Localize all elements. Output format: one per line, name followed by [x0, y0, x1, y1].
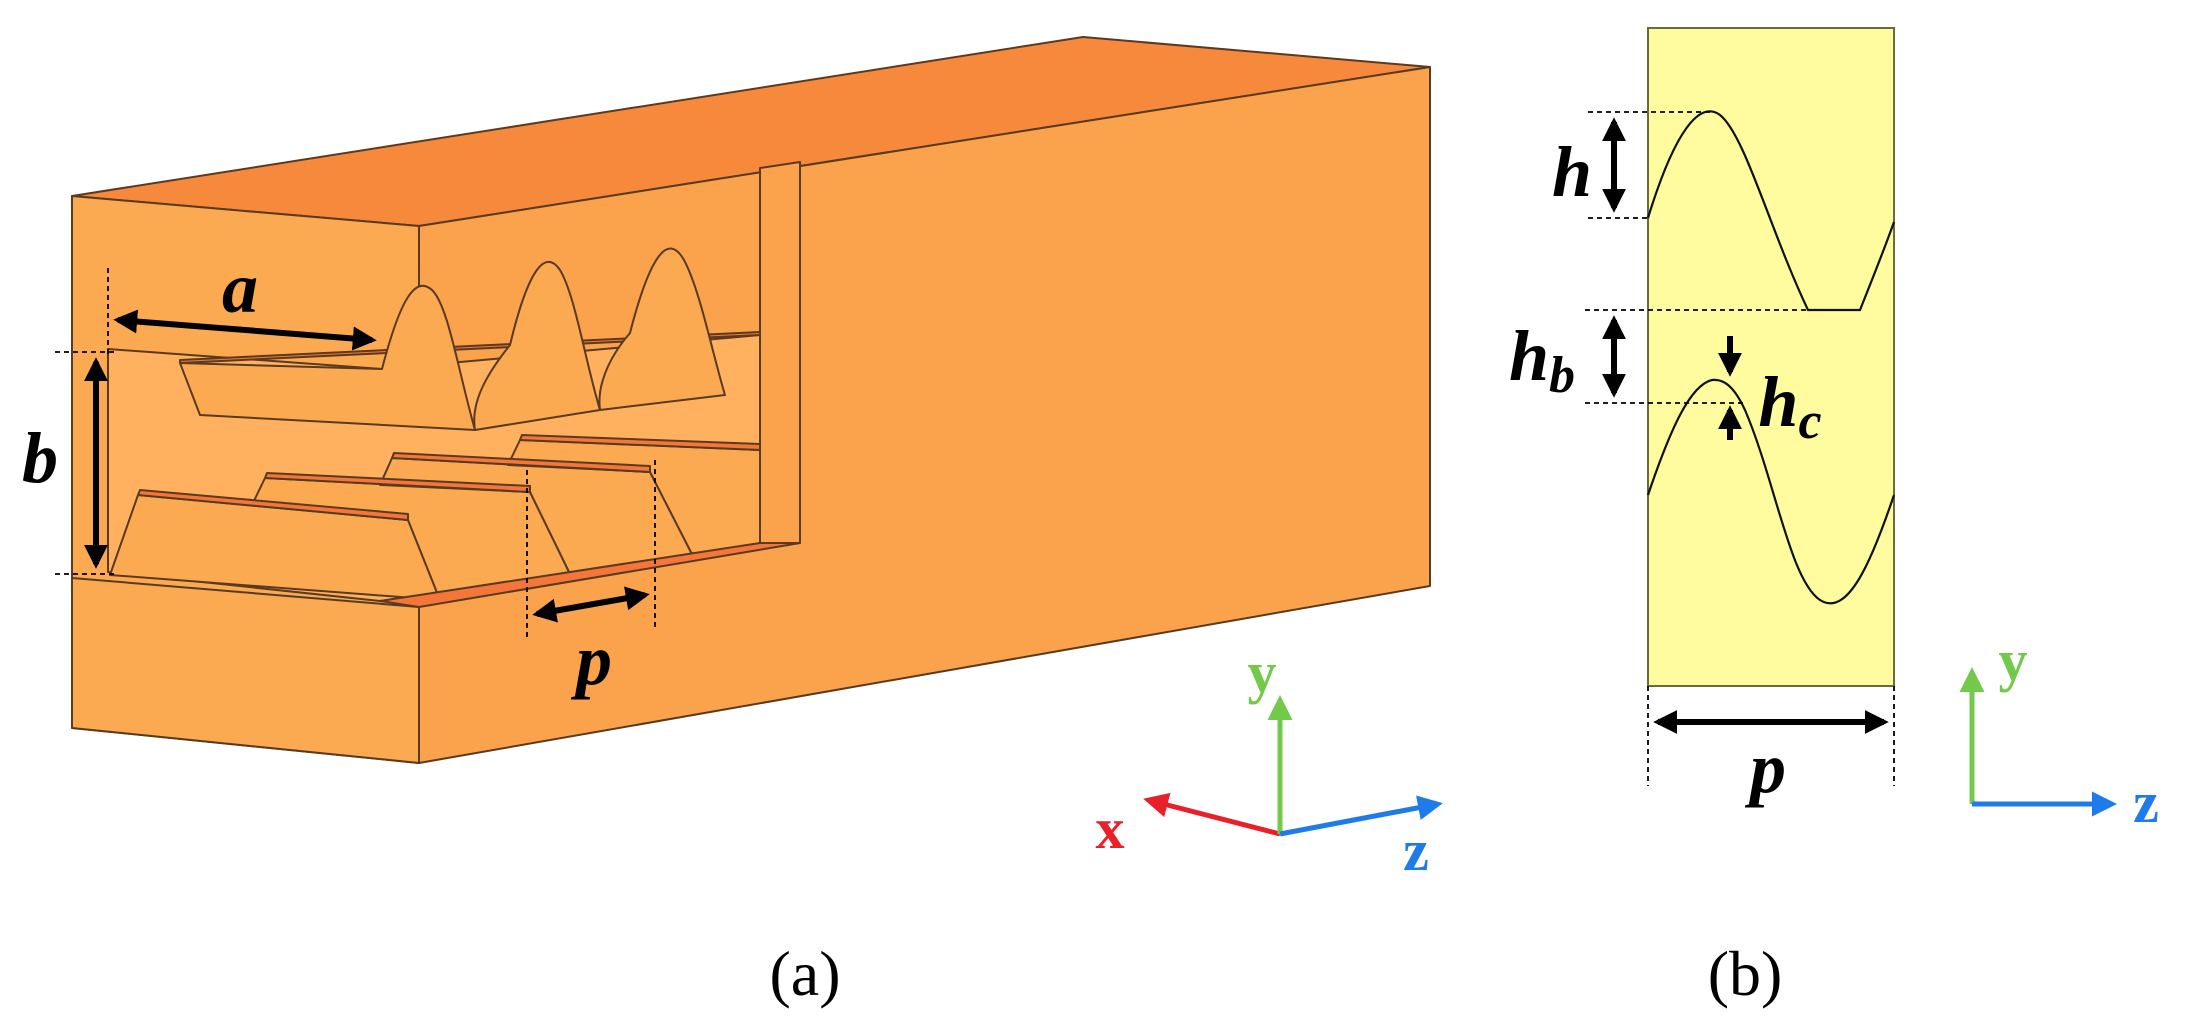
label-hb-sub: b [1549, 347, 1575, 404]
upper-tooth [473, 260, 601, 431]
x-axis-label: x [1096, 796, 1125, 861]
label-hc-main: h [1758, 362, 1798, 442]
dimension-hc: hc [1718, 336, 1822, 450]
waveguide-lower-top [379, 542, 801, 608]
y-axis-label: y [1248, 640, 1277, 705]
label-hb: hb [1509, 316, 1575, 404]
label-a: a [222, 248, 258, 328]
ridge-top-strip [519, 434, 761, 451]
label-hc-sub: c [1798, 393, 1821, 450]
lower-sine-profile [1646, 378, 1896, 605]
y-axis-label-b: y [1999, 628, 2028, 693]
dimension-a: a [107, 248, 377, 355]
upper-tooth [598, 247, 726, 411]
axes-3d: x y z [1096, 640, 1443, 883]
ridge-top-strip [137, 489, 409, 521]
dimension-b: b [22, 351, 115, 575]
label-b: b [22, 418, 58, 498]
label-hc: hc [1758, 362, 1821, 450]
label-p-a: p [570, 620, 612, 700]
x-axis-arrow [1143, 792, 1281, 837]
ridge-top-strip [391, 452, 651, 473]
caption-a: (a) [769, 938, 840, 1009]
upper-sine-profile [1646, 110, 1896, 312]
dimension-p-a: p [526, 460, 656, 700]
label-hb-main: h [1509, 316, 1549, 396]
unit-cell-background [1647, 27, 1895, 687]
dimension-p-b: p [1647, 686, 1895, 808]
waveguide-3d-model [71, 36, 1431, 764]
label-h: h [1552, 132, 1592, 212]
unit-cell [1646, 27, 1896, 687]
ridge-top-strip [264, 472, 531, 493]
axes-2d: y z [1959, 628, 2159, 835]
z-axis-label-b: z [2133, 770, 2159, 835]
z-axis-arrow [1279, 795, 1443, 837]
z-axis-label: z [1403, 818, 1429, 883]
dimension-hb: hb [1509, 309, 1808, 404]
caption-b: (b) [1708, 938, 1783, 1009]
dimension-h: h [1552, 111, 1715, 219]
label-p-b: p [1744, 728, 1786, 808]
waveguide-lower-front [71, 577, 420, 764]
waveguide-cut-wall [759, 161, 801, 549]
upper-tooth [179, 284, 476, 431]
upper-corrugation [179, 247, 761, 431]
